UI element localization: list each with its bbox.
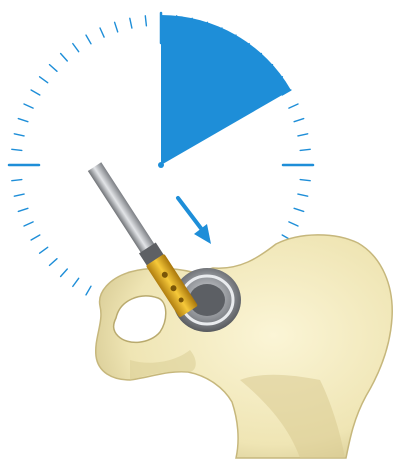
dial-minor-tick [40, 77, 48, 83]
dial-minor-tick [12, 180, 22, 181]
dial-minor-tick [14, 194, 24, 196]
dial-minor-tick [300, 180, 310, 181]
dial-minor-tick [14, 134, 24, 136]
insertion-arrow [178, 198, 211, 244]
dial-minor-tick [73, 278, 79, 286]
dial-minor-tick [145, 16, 146, 26]
dial-minor-tick [115, 22, 118, 32]
dial-minor-tick [50, 259, 58, 266]
dial-minor-tick [24, 222, 33, 226]
dial-minor-tick [73, 44, 79, 52]
dial-minor-tick [100, 28, 104, 37]
dial-minor-tick [300, 149, 310, 150]
dial-minor-tick [61, 269, 68, 277]
dial-minor-tick [86, 286, 91, 295]
dial-minor-tick [18, 208, 28, 211]
dial-minor-tick [86, 35, 91, 44]
dial-minor-tick [12, 149, 22, 150]
dial-minor-tick [294, 119, 304, 122]
dial-minor-tick [31, 235, 40, 240]
dial-minor-tick [294, 208, 304, 211]
dial-minor-tick [298, 194, 308, 196]
dial-minor-tick [289, 222, 298, 226]
dial-minor-tick [18, 119, 28, 122]
inserter-shaft [88, 162, 156, 255]
dial-center-dot [158, 162, 164, 168]
dial-minor-tick [31, 90, 40, 95]
dial-minor-tick [61, 54, 68, 62]
elapsed-time-sector [161, 15, 291, 165]
pelvis-bone [96, 235, 392, 458]
dial-minor-tick [298, 134, 308, 136]
dial-minor-tick [24, 104, 33, 108]
dial-minor-tick [50, 65, 58, 72]
dial-minor-tick [40, 247, 48, 253]
dial-minor-tick [130, 18, 132, 28]
dial-minor-tick [289, 104, 298, 108]
